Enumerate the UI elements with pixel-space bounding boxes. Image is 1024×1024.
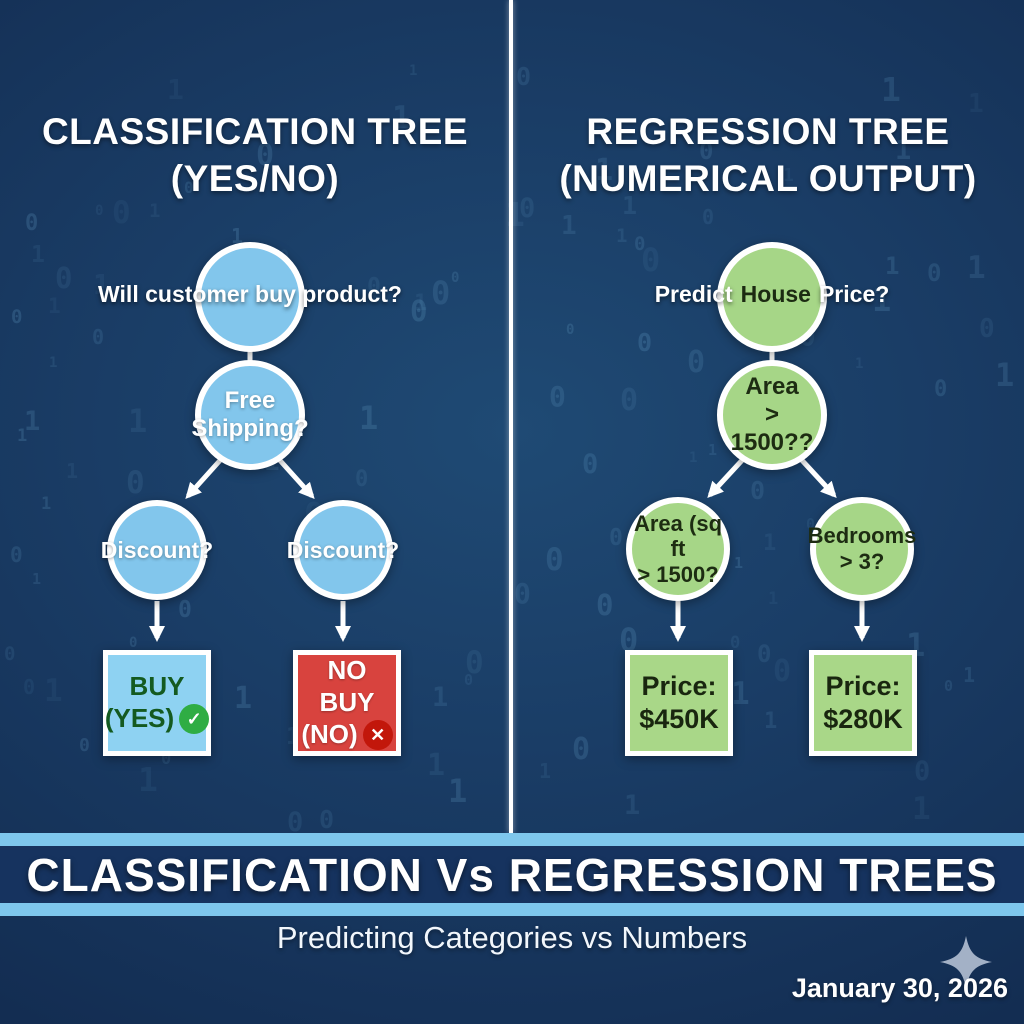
buy-yes-leaf: BUY (YES) ✓: [103, 650, 211, 756]
connector-left-arrow-right: [274, 454, 315, 499]
check-icon: ✓: [179, 703, 210, 734]
regression-panel-title: REGRESSION TREE (NUMERICAL OUTPUT): [533, 108, 1003, 202]
x-icon: ✕: [362, 719, 393, 750]
connector-right-arrow-right: [796, 454, 837, 498]
price-450k-leaf: Price: $450K: [625, 650, 733, 756]
area-sqft-node: Area (sq ft > 1500?: [626, 497, 730, 601]
bedrooms-node: Bedrooms > 3?: [808, 497, 916, 601]
discount-node-right: Discount?: [287, 500, 399, 600]
date-label: January 30, 2026: [791, 973, 1008, 1003]
classification-title-line1: CLASSIFICATION TREE: [41, 111, 469, 152]
panel-divider: [509, 0, 513, 833]
price-280k-leaf: Price: $280K: [809, 650, 917, 756]
banner-stripe-top: [0, 833, 1024, 846]
classification-root-node: [195, 242, 305, 352]
banner-band: CLASSIFICATION Vs REGRESSION TREES: [0, 846, 1024, 903]
connector-right-arrow-left: [707, 454, 748, 498]
sparkle-icon: [940, 936, 992, 988]
regression-title-line1: REGRESSION TREE: [586, 111, 950, 152]
area-1500-node: Area > 1500??: [717, 360, 827, 470]
free-shipping-node: Free Shipping?: [191, 360, 309, 470]
classification-panel-title: CLASSIFICATION TREE (YES/NO): [20, 108, 490, 202]
no-buy-leaf: NO BUY (NO) ✕: [293, 650, 401, 756]
banner-title: CLASSIFICATION Vs REGRESSION TREES: [26, 848, 998, 901]
banner-subtitle: Predicting Categories vs Numbers: [276, 920, 748, 955]
discount-node-left: Discount?: [101, 500, 213, 600]
connector-left-arrow-left: [185, 454, 226, 499]
classification-title-line2: (YES/NO): [170, 158, 340, 199]
regression-root-node: [717, 242, 827, 352]
banner-stripe-bottom: [0, 903, 1024, 916]
regression-title-line2: (NUMERICAL OUTPUT): [559, 158, 977, 199]
